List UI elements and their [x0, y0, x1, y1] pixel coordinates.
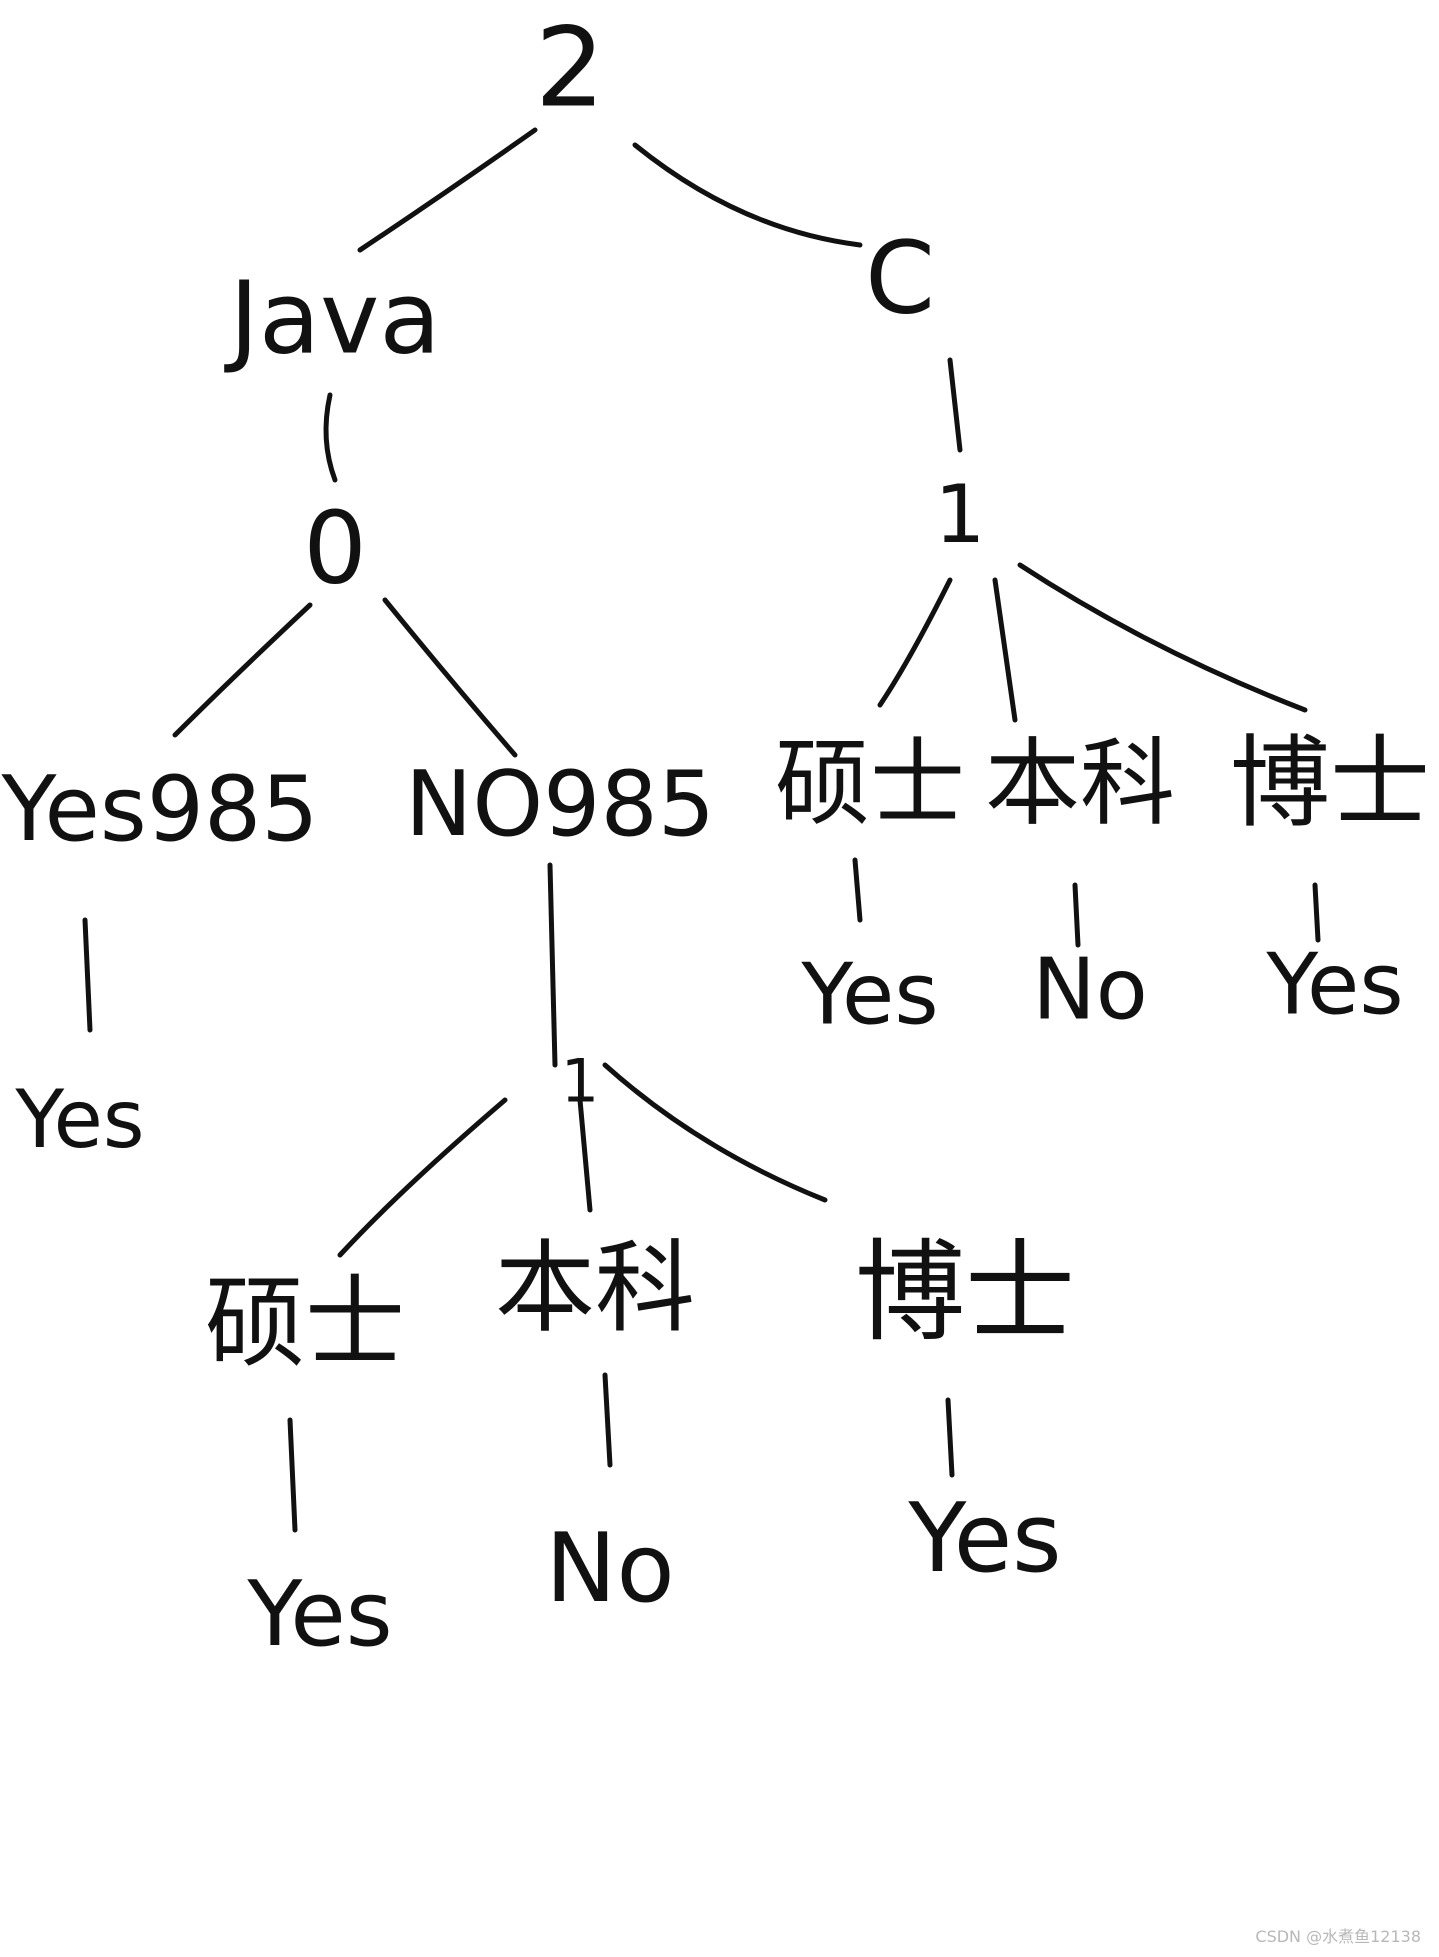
edge-sub0-no985: [382, 597, 518, 758]
node-c-doctor: 博士: [1230, 724, 1430, 841]
edge-no985sub-doctor: [602, 1062, 828, 1203]
tree-edges: [82, 127, 1321, 1533]
edge-doctor-leaf: [945, 1397, 955, 1478]
node-c-doctor-leaf: Yes: [1265, 935, 1403, 1034]
node-no985-bachelor: 本科: [495, 1229, 695, 1346]
edge-root-java: [357, 127, 538, 253]
node-c-master-leaf: Yes: [800, 945, 938, 1044]
edge-bachelor-leaf: [602, 1372, 613, 1468]
edge-csub-master: [877, 577, 953, 708]
node-java: Java: [223, 259, 440, 376]
watermark: CSDN @水煮鱼12138: [1255, 1927, 1421, 1946]
node-yes985: Yes985: [0, 757, 318, 862]
node-no985-master-leaf: Yes: [246, 1562, 392, 1667]
edge-no985sub-bachelor: [577, 1097, 593, 1213]
node-c-master: 硕士: [775, 729, 965, 839]
edge-csub-doctor: [1017, 562, 1308, 713]
node-c-bachelor-leaf: No: [1032, 940, 1148, 1039]
edge-cmaster-leaf: [852, 857, 863, 923]
node-c-bachelor: 本科: [985, 729, 1175, 839]
node-no985-sub: 1: [561, 1047, 599, 1117]
edge-no985-sub: [547, 862, 558, 1068]
edge-cdoctor-leaf: [1312, 882, 1321, 943]
node-yes985-leaf: Yes: [14, 1073, 144, 1166]
node-no985-master: 硕士: [205, 1264, 405, 1381]
edge-java-sub: [323, 392, 338, 483]
node-no985: NO985: [405, 752, 715, 857]
edge-csub-bachelor: [992, 577, 1018, 723]
node-root: 2: [535, 3, 605, 131]
edge-root-c: [632, 142, 863, 248]
node-c-sub: 1: [935, 468, 986, 561]
edge-sub0-yes985: [172, 602, 313, 738]
edge-yes985-leaf: [82, 917, 93, 1033]
edge-c-sub: [947, 357, 963, 453]
edge-no985sub-master: [337, 1097, 508, 1258]
edge-master-leaf: [287, 1417, 298, 1533]
node-no985-doctor-leaf: Yes: [907, 1484, 1061, 1594]
node-no985-bachelor-leaf: No: [545, 1514, 674, 1624]
node-c: C: [865, 219, 935, 336]
edge-cbachelor-leaf: [1072, 882, 1081, 948]
node-no985-doctor: 博士: [855, 1228, 1075, 1356]
tree-nodes: 2 Java C 0 1 Yes985 NO985 Yes 1 硕士 本科 博士…: [0, 3, 1430, 1667]
node-java-sub: 0: [303, 489, 367, 606]
